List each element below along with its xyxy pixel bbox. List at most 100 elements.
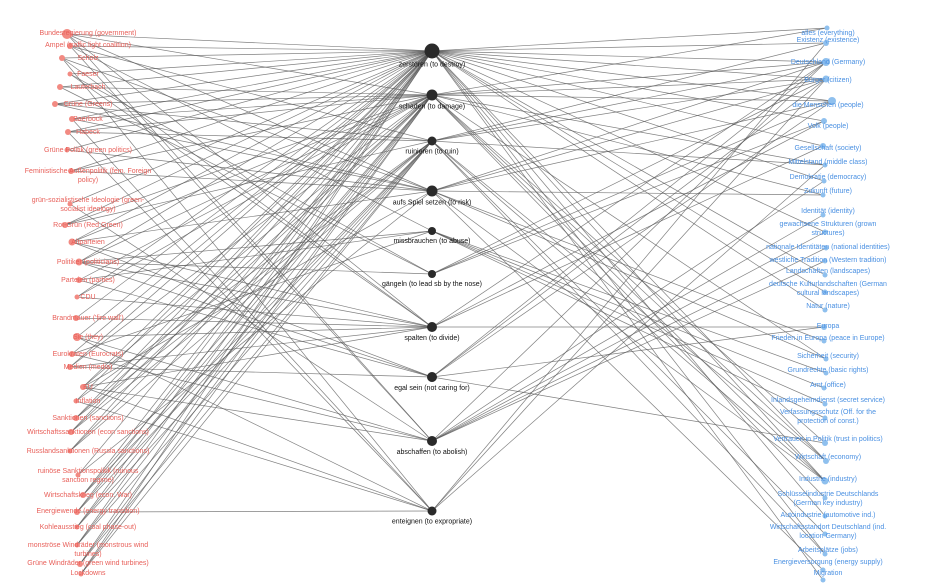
object-node[interactable] <box>823 245 829 251</box>
actor-node[interactable] <box>67 71 73 77</box>
actor-node[interactable] <box>69 116 75 122</box>
object-node[interactable] <box>822 415 828 421</box>
actor-node[interactable] <box>67 201 73 207</box>
actor-node[interactable] <box>57 84 63 90</box>
object-node[interactable] <box>821 178 827 184</box>
edge-actor-action <box>82 94 433 388</box>
actor-node[interactable] <box>74 542 80 548</box>
object-node[interactable] <box>821 118 827 124</box>
edge-actor-action <box>70 94 433 172</box>
action-node[interactable] <box>427 136 437 146</box>
object-node[interactable] <box>820 192 826 198</box>
actor-node[interactable] <box>73 315 79 321</box>
edge-action-object <box>431 50 827 462</box>
object-node[interactable] <box>822 258 828 264</box>
object-node[interactable] <box>823 40 829 46</box>
action-node[interactable] <box>424 43 440 59</box>
actor-node[interactable] <box>62 222 68 228</box>
actor-node[interactable] <box>73 415 79 421</box>
edge-action-object <box>431 145 824 328</box>
object-node[interactable] <box>821 477 829 485</box>
object-node[interactable] <box>822 495 828 501</box>
object-label-line: Autoindustrie (automotive ind.) <box>781 512 876 519</box>
actor-node[interactable] <box>59 55 65 61</box>
object-node[interactable] <box>820 143 826 149</box>
actor-node[interactable] <box>75 472 81 478</box>
actor-node[interactable] <box>74 509 80 515</box>
action-node[interactable] <box>427 372 437 382</box>
object-node[interactable] <box>822 551 828 557</box>
action-node[interactable] <box>426 89 438 101</box>
edge-actor-action <box>54 50 433 105</box>
object-node[interactable] <box>822 75 830 83</box>
object-node[interactable] <box>828 97 836 105</box>
object-node[interactable] <box>822 58 830 66</box>
actor-node[interactable] <box>74 294 80 300</box>
actor-node[interactable] <box>80 384 86 390</box>
action-node[interactable] <box>427 322 437 332</box>
actor-label: Grüne (Greens) <box>63 101 112 108</box>
edge-actor-action <box>69 45 433 142</box>
action-node[interactable] <box>426 185 438 197</box>
actor-label-line: policy) <box>78 177 98 184</box>
object-node[interactable] <box>822 162 828 168</box>
actor-node[interactable] <box>67 448 73 454</box>
object-node[interactable] <box>822 307 828 313</box>
actor-node[interactable] <box>74 524 80 530</box>
actor-node[interactable] <box>68 168 74 174</box>
actor-node[interactable] <box>73 398 79 404</box>
object-node[interactable] <box>824 25 830 31</box>
object-node[interactable] <box>820 212 826 218</box>
object-node[interactable] <box>820 577 826 583</box>
object-node[interactable] <box>822 229 828 235</box>
edge-actor-action <box>69 73 433 275</box>
object-node[interactable] <box>822 531 828 537</box>
actor-node[interactable] <box>67 364 73 370</box>
object-node[interactable] <box>823 458 829 464</box>
object-node[interactable] <box>823 370 829 376</box>
actor-node[interactable] <box>77 561 83 567</box>
edge-actor-action <box>76 140 433 546</box>
actor-node[interactable] <box>64 147 70 153</box>
action-node[interactable] <box>427 506 437 516</box>
object-node[interactable] <box>820 567 826 573</box>
actor-node[interactable] <box>68 238 76 246</box>
object-node[interactable] <box>823 356 829 362</box>
actor-node[interactable] <box>62 29 72 39</box>
actor-node[interactable] <box>52 101 58 107</box>
edge-actor-action <box>54 103 433 192</box>
object-node[interactable] <box>821 324 827 330</box>
object-node[interactable] <box>822 440 828 446</box>
action-node[interactable] <box>428 270 436 278</box>
object-label-line: Landschaften (landscapes) <box>786 268 870 275</box>
edge-actor-action <box>76 510 433 513</box>
actor-node[interactable] <box>80 492 86 498</box>
actor-node[interactable] <box>67 43 73 49</box>
edge-actor-action <box>67 94 433 133</box>
actor-node[interactable] <box>75 258 83 266</box>
action-node[interactable] <box>428 227 436 235</box>
object-label-line: Volk (people) <box>808 123 849 130</box>
object-node[interactable] <box>821 338 827 344</box>
edge-action-object <box>431 78 827 512</box>
actor-label-line: Energiewende (energy transition) <box>36 508 139 515</box>
object-label: Frieden in Europa (peace in Europe) <box>771 335 884 342</box>
actor-node[interactable] <box>69 351 75 357</box>
actor-node[interactable] <box>78 571 84 577</box>
edge-action-object <box>431 376 826 444</box>
object-node[interactable] <box>822 289 828 295</box>
object-label: Amt (office) <box>810 382 846 389</box>
edge-actor-action <box>69 73 433 328</box>
actor-node[interactable] <box>68 429 74 435</box>
actor-node[interactable] <box>76 277 82 283</box>
object-node[interactable] <box>822 401 828 407</box>
actor-node[interactable] <box>73 333 81 341</box>
object-label-line: structures) <box>811 230 844 237</box>
object-node[interactable] <box>822 272 828 278</box>
object-node[interactable] <box>822 513 828 519</box>
actor-node[interactable] <box>65 129 71 135</box>
action-node[interactable] <box>427 436 437 446</box>
object-node[interactable] <box>821 385 827 391</box>
